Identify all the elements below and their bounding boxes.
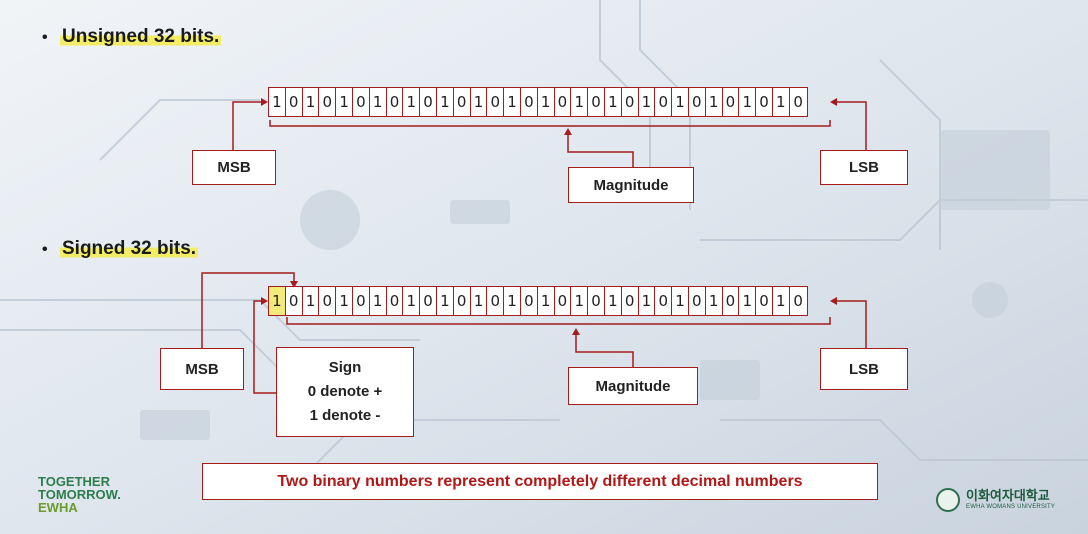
bit-cell: 0 [723, 88, 740, 116]
ewha-university-logo: 이화여자대학교 EWHA WOMANS UNIVERSITY [936, 488, 1055, 512]
bullet-icon: • [42, 29, 48, 46]
bit-cell: 0 [454, 88, 471, 116]
bit-cell: 0 [723, 287, 740, 315]
logo-line-2: TOMORROW. [38, 487, 121, 502]
conclusion-note: Two binary numbers represent completely … [202, 463, 878, 500]
bit-cell: 1 [672, 287, 689, 315]
lsb-label: LSB [849, 360, 879, 378]
bit-cell: 0 [689, 88, 706, 116]
sign-one-label: 1 denote - [309, 407, 381, 424]
bit-cell: 0 [387, 88, 404, 116]
unsigned-heading: • Unsigned 32 bits. [42, 26, 222, 48]
bit-cell: 0 [286, 287, 303, 315]
bit-cell: 1 [739, 287, 757, 315]
bit-cell: 1 [672, 88, 689, 116]
bit-cell: 0 [793, 93, 803, 111]
bit-cell: 1 [471, 88, 488, 116]
bit-cell: 0 [793, 292, 803, 310]
bit-cell: 1 [639, 287, 656, 315]
bit-cell: 0 [521, 88, 538, 116]
university-emblem-icon [936, 488, 960, 512]
logo-line-3: EWHA [38, 500, 78, 515]
signed-msb-box: MSB [160, 348, 244, 390]
bit-cell: 0 [555, 88, 572, 116]
bit-cell: 1 [370, 88, 387, 116]
bit-cell: 1 [773, 287, 790, 315]
signed-lsb-box: LSB [820, 348, 908, 390]
bit-cell: 1 [773, 88, 790, 116]
bit-cell: 0 [353, 287, 370, 315]
bit-cell: 1 [605, 287, 622, 315]
unsigned-title: Unsigned 32 bits. [60, 26, 222, 47]
lsb-label: LSB [849, 159, 879, 176]
bit-cell: 0 [487, 287, 505, 315]
bit-cell: 0 [454, 287, 471, 315]
bit-cell: 0 [588, 287, 605, 315]
note-text: Two binary numbers represent completely … [277, 472, 803, 490]
bullet-icon: • [42, 241, 48, 258]
msb-label: MSB [185, 360, 219, 378]
bit-cell: 1 [471, 287, 488, 315]
bit-cell: 0 [420, 88, 437, 116]
bit-cell: 1 [370, 287, 387, 315]
bit-cell: 0 [689, 287, 706, 315]
bit-cell: 1 [639, 88, 656, 116]
bit-cell: 0 [756, 287, 773, 315]
unsigned-msb-box: MSB [192, 150, 276, 185]
bit-cell: 0 [622, 88, 639, 116]
bit-cell: 1 [706, 287, 723, 315]
magnitude-label: Magnitude [593, 176, 669, 194]
bit-cell: 1 [403, 88, 421, 116]
unsigned-magnitude-box: Magnitude [568, 167, 694, 203]
unsigned-lsb-box: LSB [820, 150, 908, 185]
bit-cell: 1 [739, 88, 757, 116]
sign-label: Sign [328, 359, 362, 376]
university-name-english: EWHA WOMANS UNIVERSITY [966, 504, 1056, 510]
bit-cell: 0 [420, 287, 437, 315]
msb-label: MSB [217, 159, 251, 176]
signed-magnitude-box: Magnitude [568, 367, 698, 405]
bit-cell: 1 [303, 287, 320, 315]
bit-cell: 0 [622, 287, 639, 315]
bit-cell: 1 [269, 88, 286, 116]
bit-cell: 1 [336, 287, 353, 315]
bit-cell: 0 [655, 287, 673, 315]
bit-cell: 1 [437, 287, 454, 315]
sign-explanation-box: Sign 0 denote + 1 denote - [276, 347, 414, 437]
bit-cell: 0 [319, 287, 337, 315]
university-name-korean: 이화여자대학교 [966, 488, 1050, 503]
bit-cell: 0 [521, 287, 538, 315]
bit-cell: 0 [353, 88, 370, 116]
logo-line-1: TOGETHER [38, 474, 110, 489]
signed-title: Signed 32 bits. [60, 238, 199, 259]
bit-cell: 0 [319, 88, 337, 116]
bit-cell: 1 [605, 88, 622, 116]
signed-heading: • Signed 32 bits. [42, 238, 199, 260]
bit-cell: 0 [487, 88, 505, 116]
bit-cell: 1 [571, 88, 589, 116]
bit-cell: 0 [588, 88, 605, 116]
bit-cell: 1 [538, 287, 555, 315]
sign-bit-cell: 1 [269, 287, 286, 315]
together-tomorrow-ewha-logo: TOGETHER TOMORROW. EWHA [38, 475, 121, 514]
bit-cell: 0 [387, 287, 404, 315]
bit-cell: 1 [336, 88, 353, 116]
magnitude-label: Magnitude [595, 377, 671, 395]
bit-cell: 1 [571, 287, 589, 315]
bit-cell: 0 [286, 88, 303, 116]
bit-cell: 0 [756, 88, 773, 116]
bit-cell: 1 [504, 287, 521, 315]
bit-cell: 1 [706, 88, 723, 116]
bit-cell: 1 [538, 88, 555, 116]
bit-cell: 1 [504, 88, 521, 116]
bit-cell: 1 [403, 287, 421, 315]
bit-cell: 0 [555, 287, 572, 315]
sign-zero-label: 0 denote + [307, 383, 383, 400]
bit-cell: 1 [437, 88, 454, 116]
bit-cell: 1 [303, 88, 320, 116]
bit-cell: 0 [655, 88, 673, 116]
